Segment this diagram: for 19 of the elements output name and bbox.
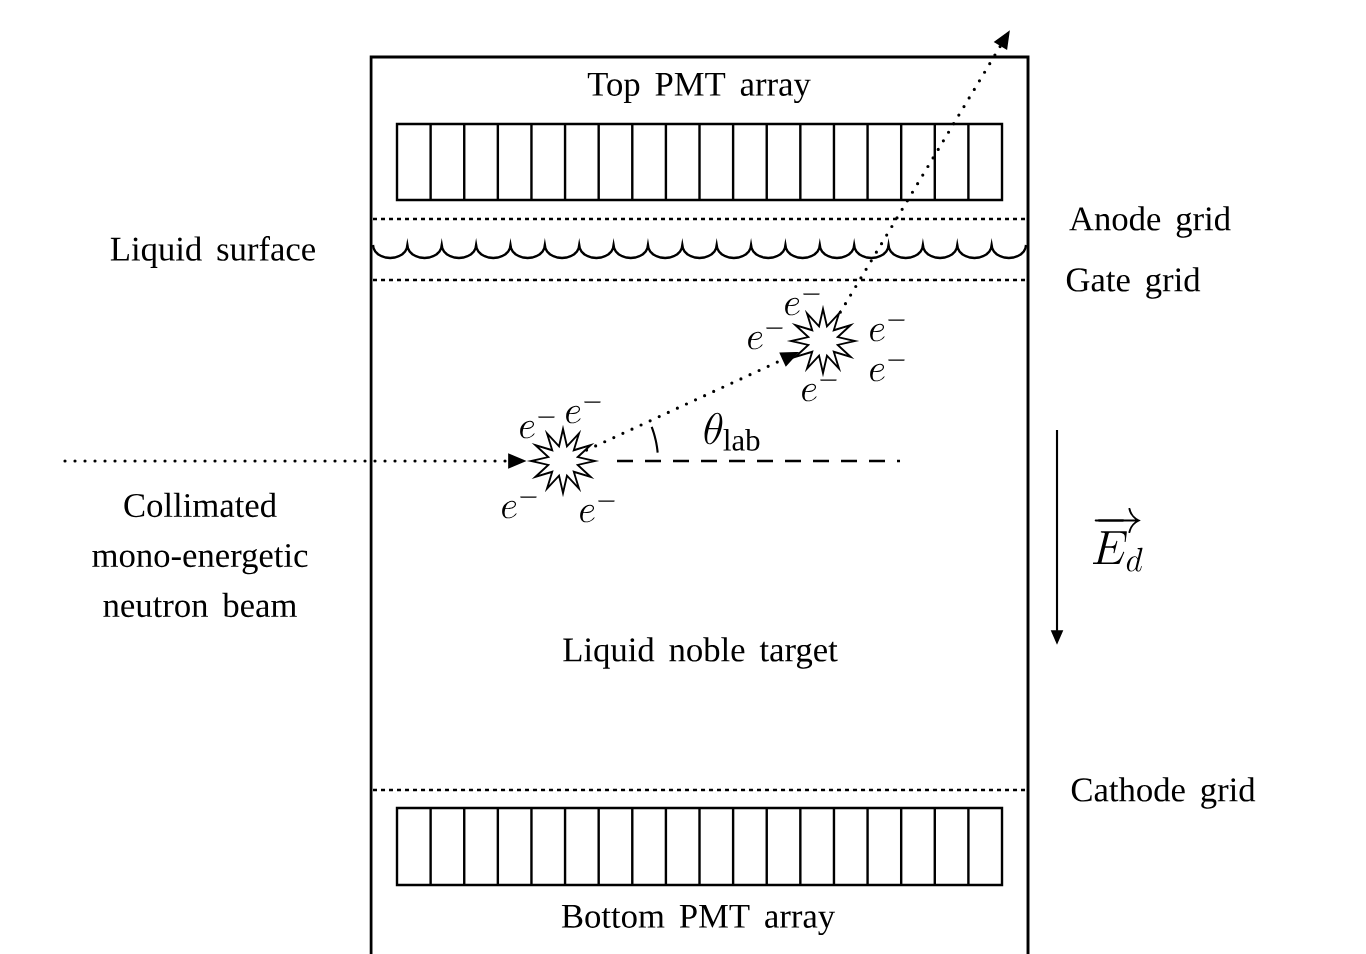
label: Top PMT array — [587, 72, 811, 104]
electron-symbol: $e^{-}$ — [785, 293, 820, 316]
label: Collimated mono-energetic neutron beam — [92, 492, 308, 618]
label: Liquid noble target — [563, 637, 838, 669]
label: Anode grid — [1069, 206, 1231, 238]
electron-symbol: $e^{-}$ — [870, 359, 905, 382]
angle-label: $\theta_{\mathrm{lab}}$ — [704, 412, 760, 451]
electron-symbol: $e^{-}$ — [870, 319, 905, 342]
label: Bottom PMT array — [561, 904, 835, 936]
label: Cathode grid — [1071, 777, 1256, 809]
label: Gate grid — [1066, 267, 1201, 299]
electron-symbol: $e^{-}$ — [802, 379, 837, 402]
label: Liquid surface — [110, 236, 315, 268]
electron-symbol: $e^{-}$ — [566, 401, 601, 424]
field-label: $\overrightarrow{E_d}$ — [1092, 507, 1143, 572]
electron-symbol: $e^{-}$ — [520, 416, 555, 439]
electron-symbol: $e^{-}$ — [502, 496, 537, 519]
electron-symbol: $e^{-}$ — [748, 327, 783, 350]
electron-symbol: $e^{-}$ — [580, 500, 615, 523]
